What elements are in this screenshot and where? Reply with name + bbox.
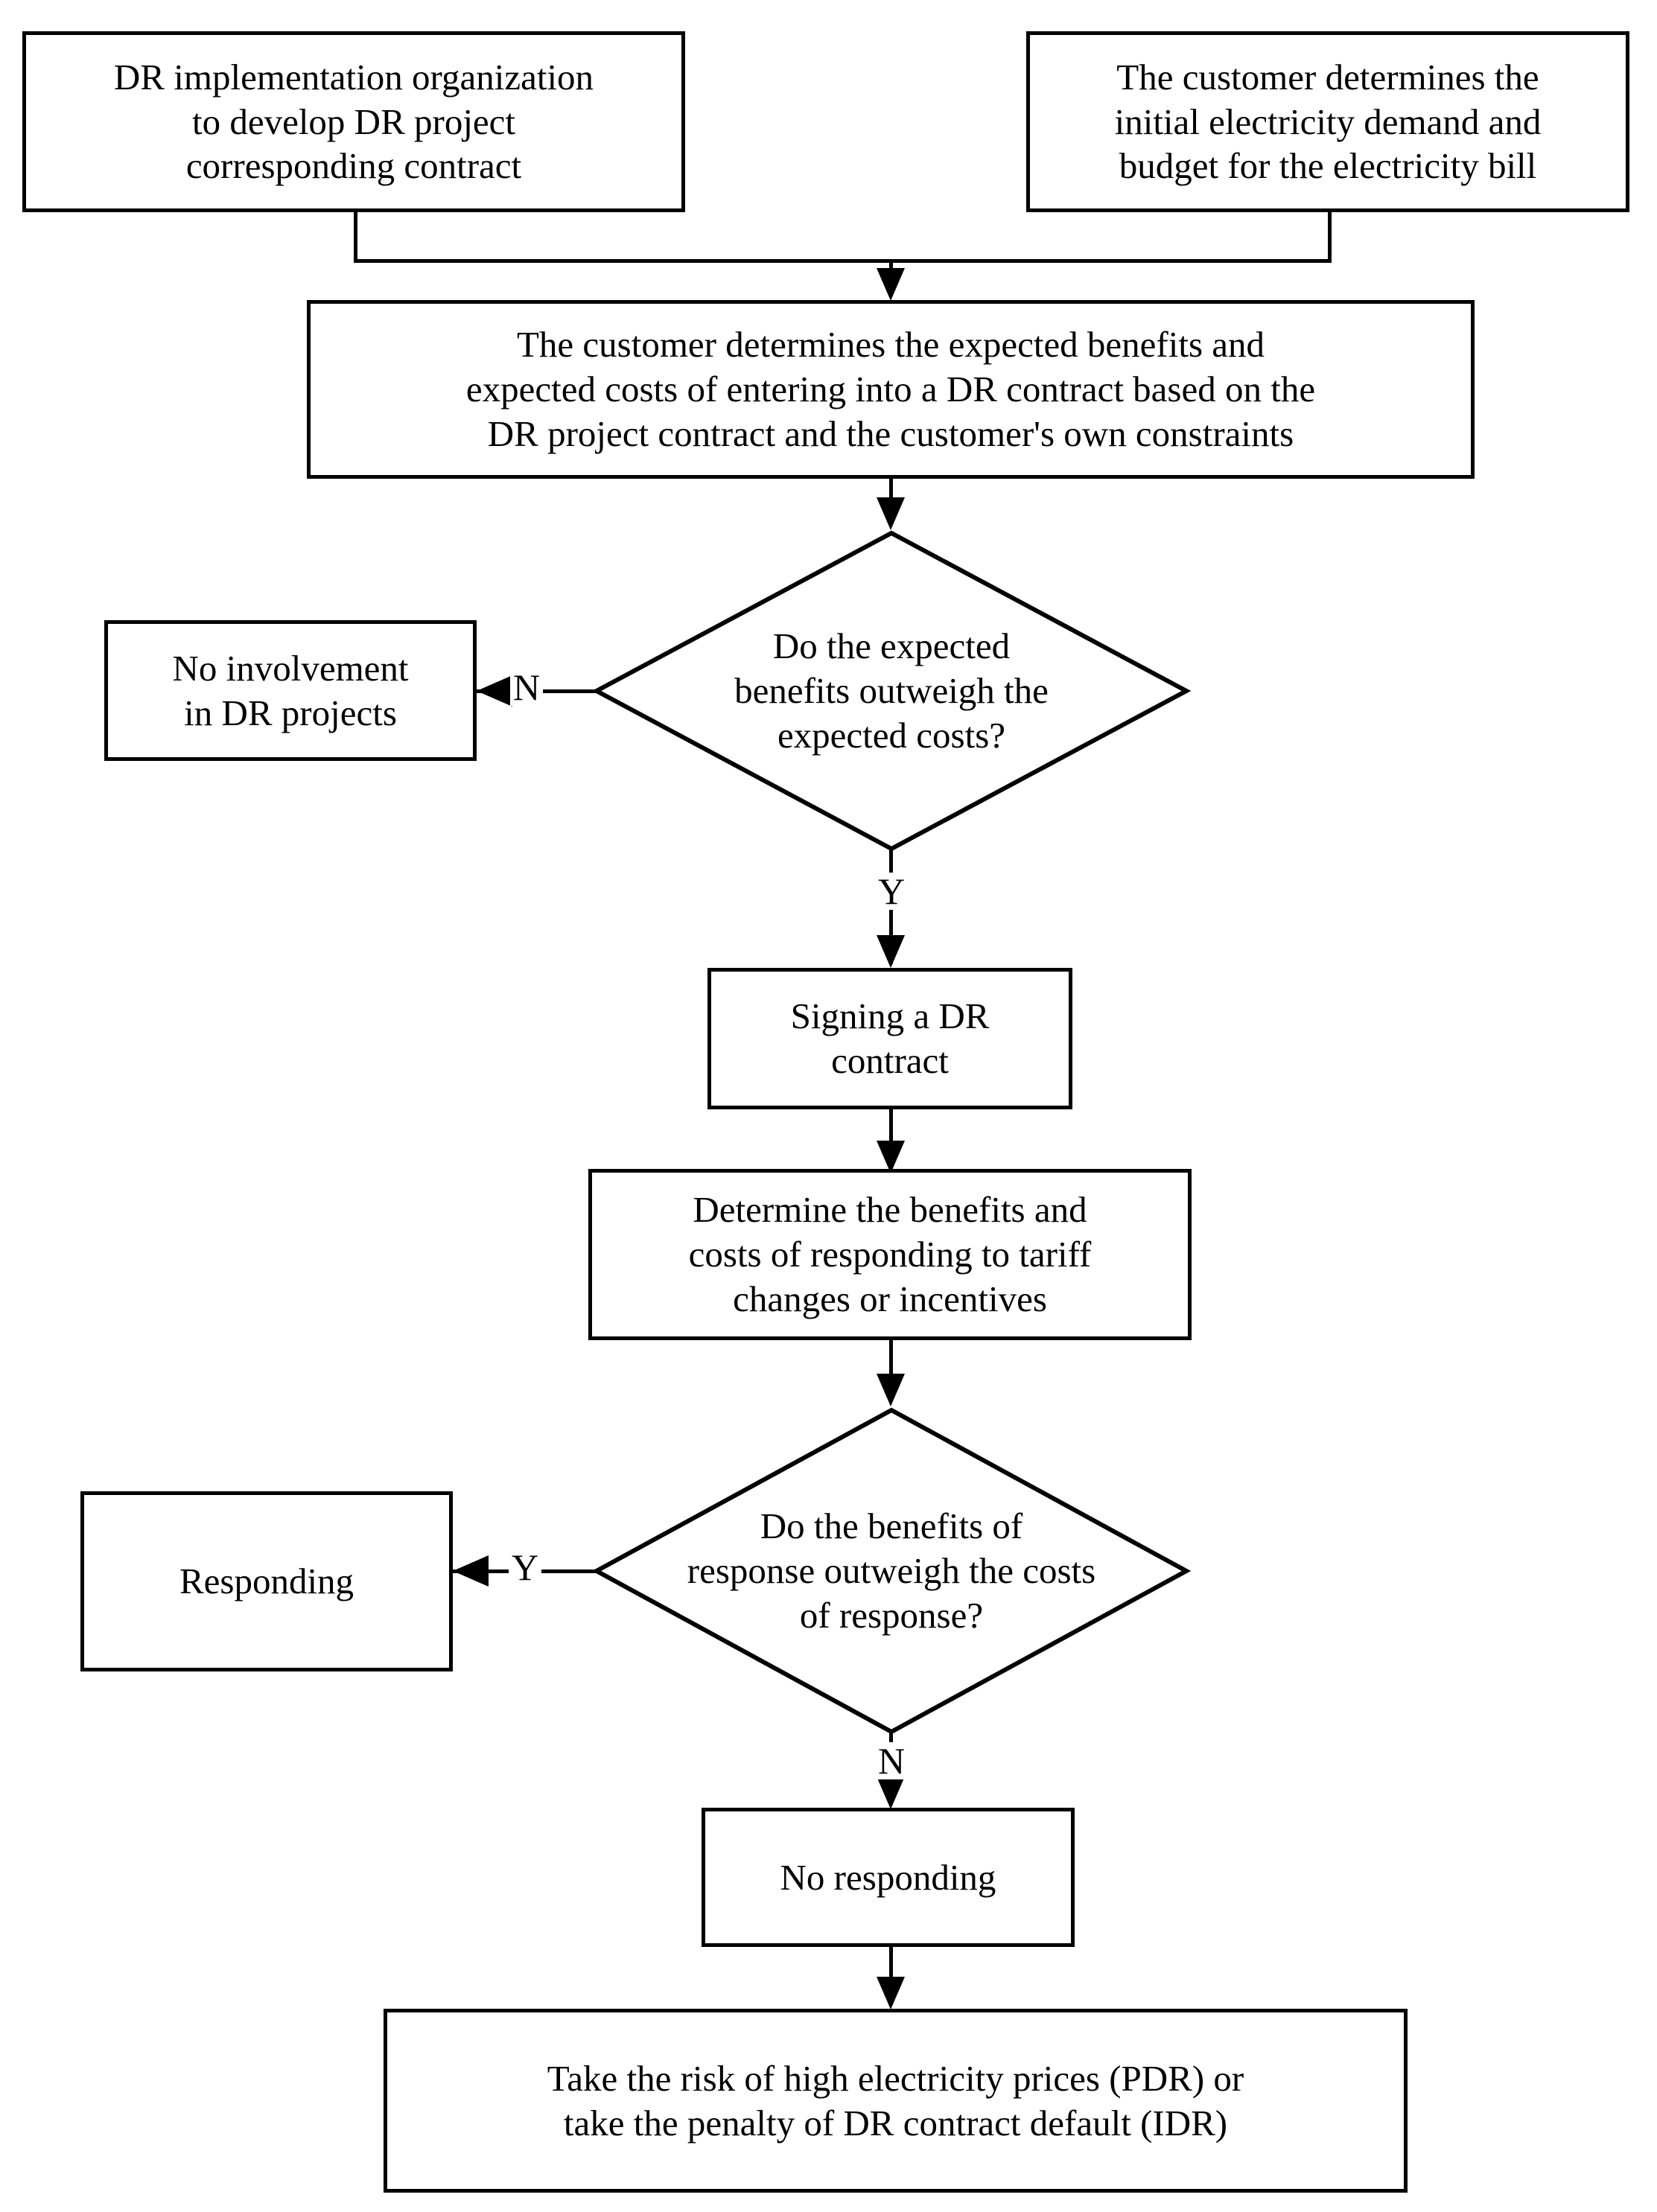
arrowhead-to-customer-expected <box>877 268 905 301</box>
node-take-risk-label: Take the risk of high electricity prices… <box>547 2057 1244 2144</box>
edge-dr-org-down <box>354 212 357 263</box>
node-customer-initial-demand-label: The customer determines the initial elec… <box>1114 56 1542 187</box>
node-responding[interactable]: Responding <box>80 1491 453 1671</box>
decision-response-shape <box>591 1407 1192 1735</box>
node-customer-expected[interactable]: The customer determines the expected ben… <box>307 300 1475 479</box>
node-decision-response[interactable]: Do the benefits of response outweigh the… <box>591 1407 1192 1735</box>
branch-label-decision-expected-no: N <box>510 669 543 706</box>
edge-signing-to-determine <box>889 1109 893 1169</box>
edge-merge-horizontal <box>354 259 1332 263</box>
node-dr-org-contract[interactable]: DR implementation organization to develo… <box>22 31 685 212</box>
node-customer-initial-demand[interactable]: The customer determines the initial elec… <box>1026 31 1629 212</box>
node-determine-benefits-label: Determine the benefits and costs of resp… <box>688 1189 1092 1319</box>
branch-label-decision-expected-yes: Y <box>875 873 908 910</box>
node-no-responding[interactable]: No responding <box>702 1808 1075 1947</box>
node-no-involvement-label: No involvement in DR projects <box>172 647 409 733</box>
node-dr-org-contract-label: DR implementation organization to develo… <box>113 56 594 187</box>
decision-expected-shape <box>591 530 1192 852</box>
node-customer-expected-label: The customer determines the expected ben… <box>465 324 1316 454</box>
arrowhead-to-no-responding <box>877 1776 905 1809</box>
arrowhead-to-responding <box>453 1555 489 1587</box>
branch-label-decision-response-no: N <box>875 1742 908 1779</box>
node-signing-contract-label: Signing a DR contract <box>790 995 990 1081</box>
edge-no-responding-to-take-risk <box>889 1947 893 2003</box>
arrowhead-to-determine-benefits <box>877 1141 905 1173</box>
edge-customer-initial-down <box>1328 212 1332 263</box>
node-take-risk[interactable]: Take the risk of high electricity prices… <box>384 2009 1408 2193</box>
edge-determine-to-decision2 <box>889 1340 893 1392</box>
node-responding-label: Responding <box>179 1561 354 1602</box>
arrowhead-to-decision-expected <box>877 497 905 530</box>
node-determine-benefits[interactable]: Determine the benefits and costs of resp… <box>588 1169 1192 1340</box>
arrowhead-to-no-involvement <box>477 675 512 707</box>
node-no-responding-label: No responding <box>780 1856 996 1898</box>
node-decision-expected[interactable]: Do the expected benefits outweigh the ex… <box>591 530 1192 852</box>
node-signing-contract[interactable]: Signing a DR contract <box>707 968 1072 1109</box>
arrowhead-to-signing-contract <box>877 935 905 968</box>
arrowhead-to-decision-response <box>877 1374 905 1406</box>
branch-label-decision-response-yes: Y <box>509 1549 541 1586</box>
arrowhead-to-take-risk <box>877 1977 905 2009</box>
node-no-involvement[interactable]: No involvement in DR projects <box>104 620 477 761</box>
